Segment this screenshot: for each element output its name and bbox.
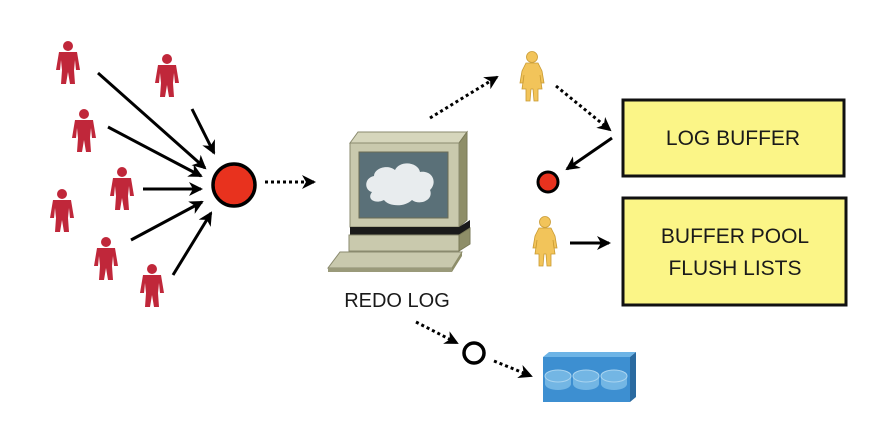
arrow bbox=[130, 200, 204, 242]
arrow bbox=[190, 108, 216, 155]
user-icon bbox=[94, 237, 118, 280]
dotted-arrow bbox=[493, 359, 533, 378]
computer-icon bbox=[327, 130, 471, 272]
arrow bbox=[97, 71, 207, 170]
user-threads-group bbox=[50, 41, 179, 307]
flush-node bbox=[536, 170, 560, 194]
dotted-arrow bbox=[429, 75, 499, 120]
arrow bbox=[565, 136, 613, 171]
arrow bbox=[107, 125, 203, 178]
log-buffer-label: LOG BUFFER bbox=[666, 127, 800, 150]
sync-node bbox=[462, 341, 486, 365]
arrow bbox=[171, 211, 213, 276]
redo-log-label: REDO LOG bbox=[344, 290, 450, 312]
user-arrows bbox=[97, 71, 216, 276]
disk-array-icon bbox=[543, 352, 636, 402]
log-buffer-box: LOG BUFFER bbox=[621, 98, 846, 178]
user-icon bbox=[155, 54, 179, 97]
user-icon bbox=[140, 264, 164, 307]
worker-icon bbox=[532, 216, 558, 267]
user-icon bbox=[50, 189, 74, 232]
dotted-arrow bbox=[555, 84, 612, 132]
user-icon bbox=[72, 109, 96, 152]
buffer-pool-label-line1: BUFFER POOL bbox=[661, 225, 809, 248]
worker-icon bbox=[519, 51, 545, 102]
buffer-pool-box: BUFFER POOL FLUSH LISTS bbox=[621, 196, 848, 307]
dotted-arrow bbox=[415, 320, 459, 345]
commit-node bbox=[211, 162, 257, 208]
buffer-pool-label-line2: FLUSH LISTS bbox=[668, 257, 801, 280]
user-icon bbox=[56, 41, 80, 84]
user-icon bbox=[110, 167, 134, 210]
